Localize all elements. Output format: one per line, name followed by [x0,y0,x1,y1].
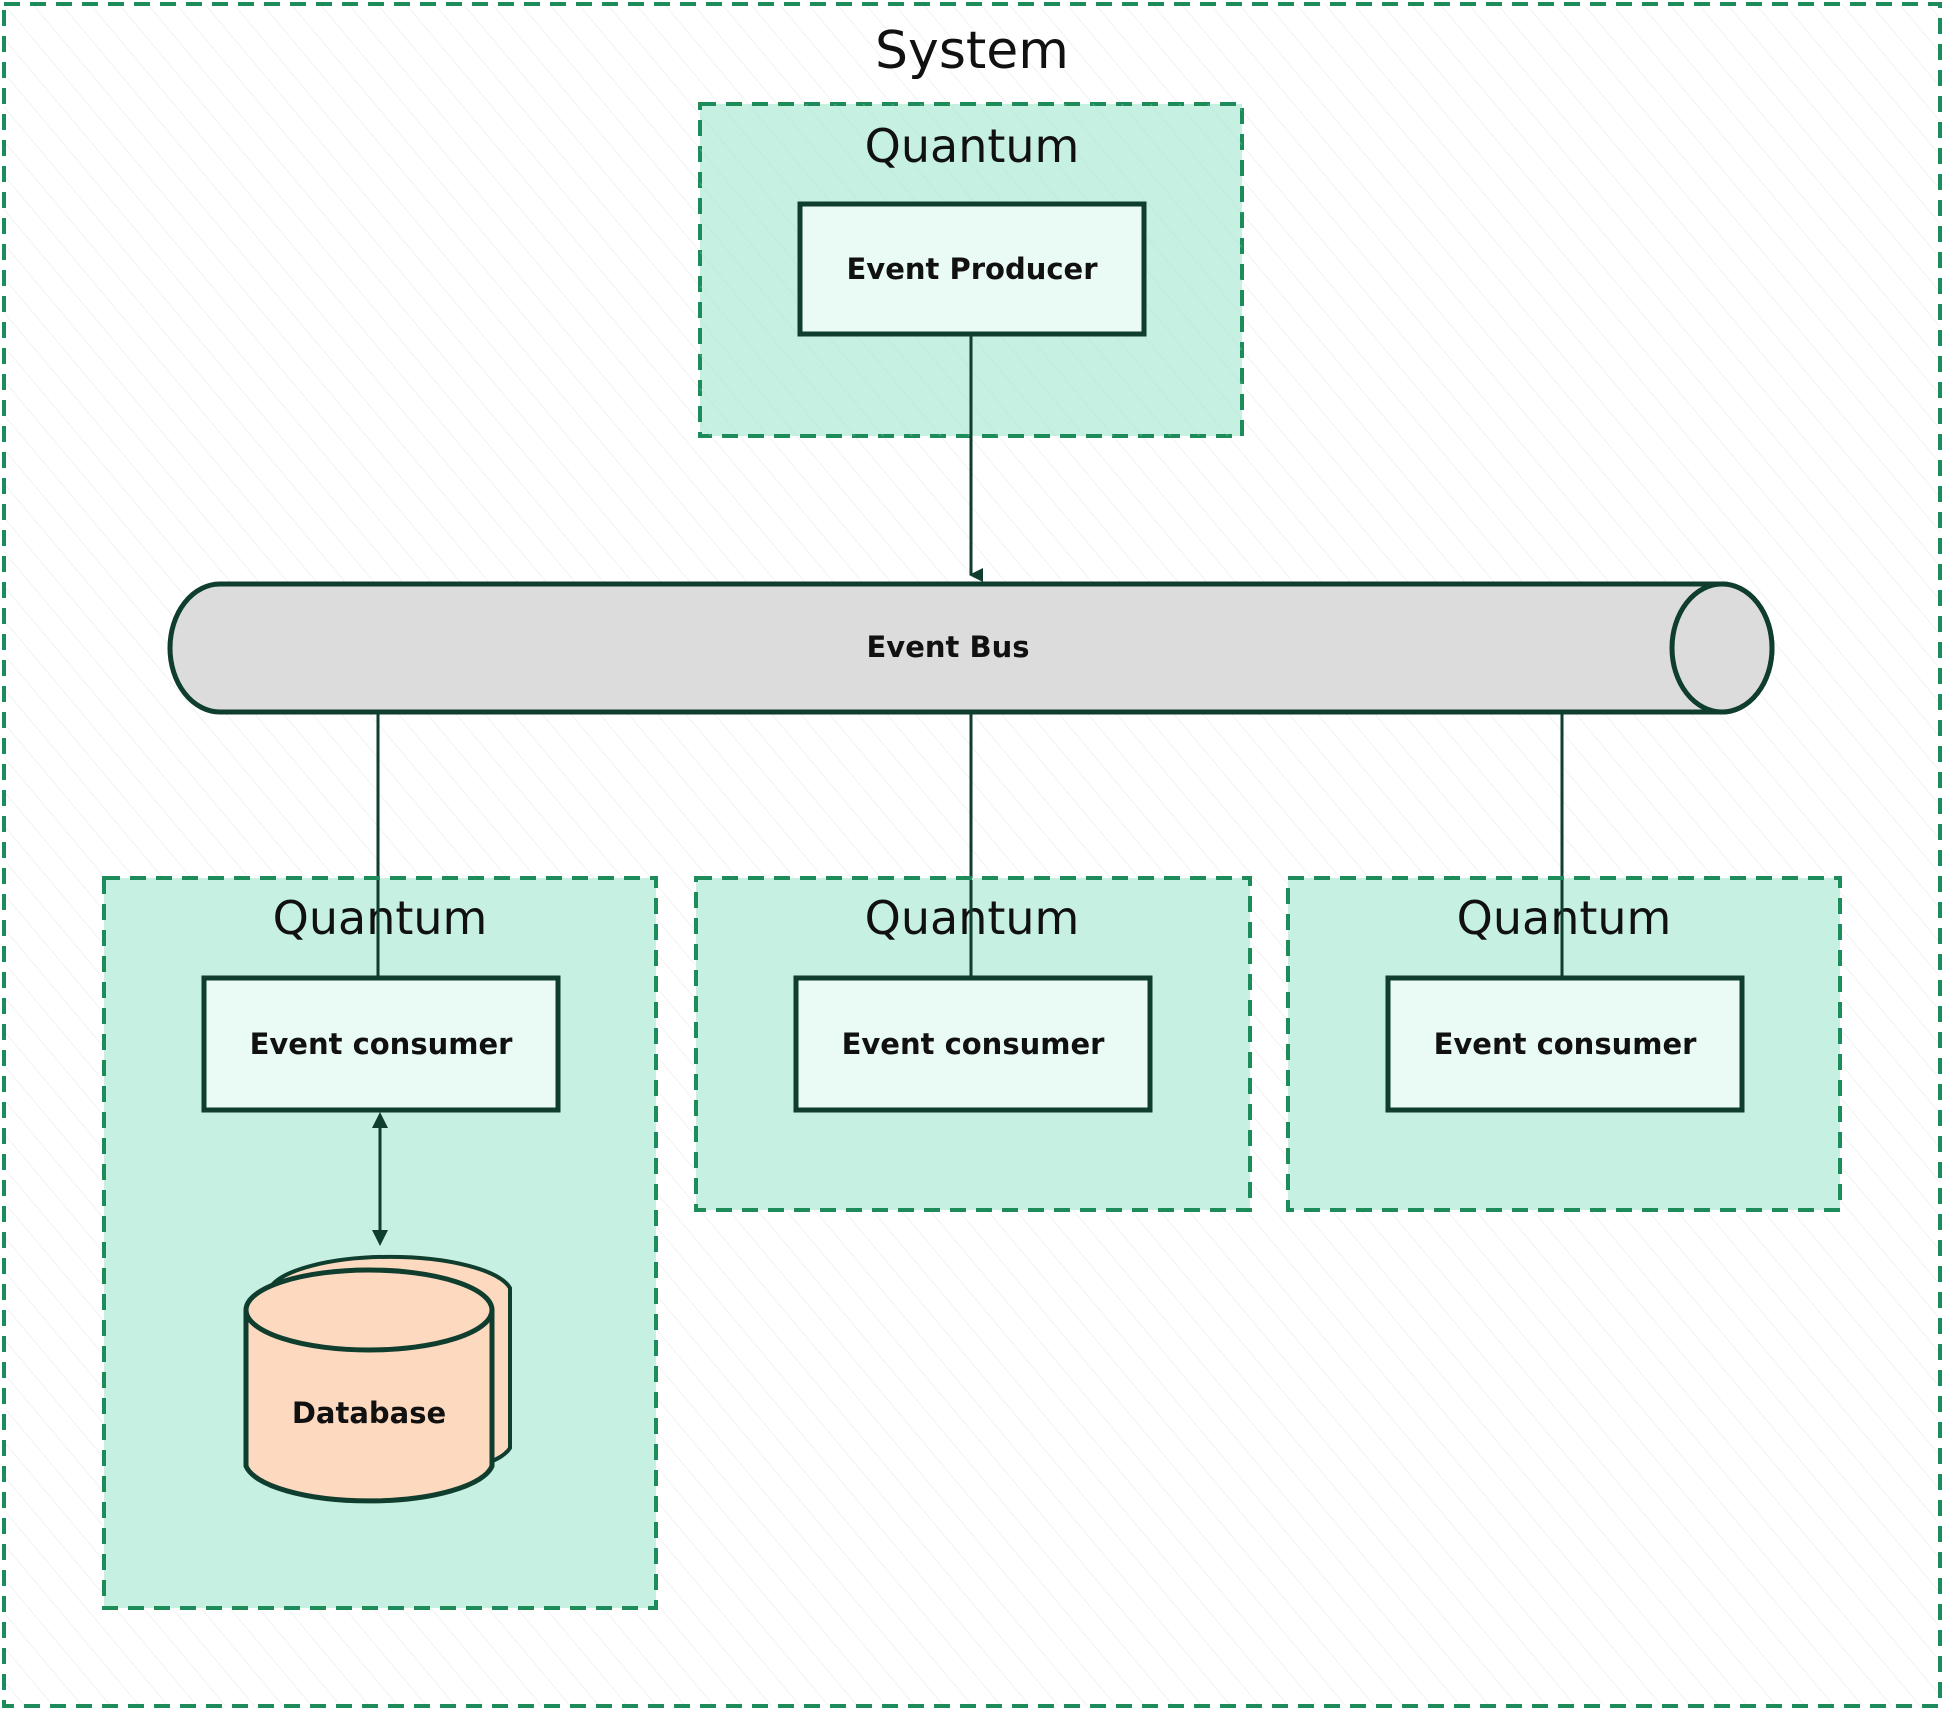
consumer-quantum-3-label: Quantum [1457,891,1672,945]
database-cylinder: Database [243,1254,512,1504]
event-bus-label: Event Bus [867,630,1030,664]
event-consumer-3-label: Event consumer [1434,1027,1698,1061]
consumer-database-arrow [372,1112,388,1246]
event-consumer-box-1 [201,975,561,1113]
consumer-quantum-1-label: Quantum [273,891,488,945]
database-label: Database [292,1396,446,1430]
consumer-quantum-3: Quantum Event consumer [1286,876,1842,1212]
event-consumer-box-2 [793,975,1153,1113]
event-consumer-2-label: Event consumer [842,1027,1106,1061]
event-bus-end-cap [1669,581,1775,715]
event-bus: Event Bus [167,581,1775,715]
event-consumer-1-label: Event consumer [250,1027,514,1061]
consumer-quantum-2: Quantum Event consumer [694,876,1252,1212]
event-consumer-box-3 [1385,975,1745,1113]
system-title: System [875,21,1069,81]
event-producer-label: Event Producer [846,252,1098,286]
producer-quantum-label: Quantum [865,119,1080,173]
consumer-quantum-1: Quantum Event consumer Database [102,876,658,1610]
